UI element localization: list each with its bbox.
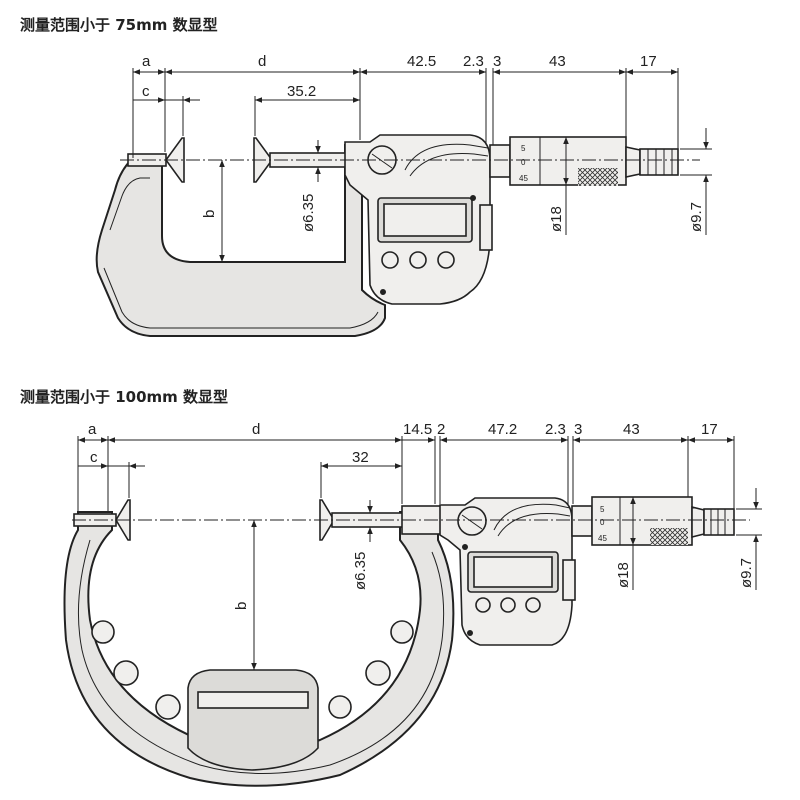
hole-2-100 xyxy=(113,660,139,686)
ratchet-100 xyxy=(703,508,735,536)
button-2-100 xyxy=(500,597,516,613)
head-ridge2-75 xyxy=(409,152,489,177)
dim-a-100: a xyxy=(88,421,97,438)
dim-2-100: 2 xyxy=(437,421,445,438)
sleeve-100 xyxy=(571,505,593,537)
thimble-mark-0-75: 0 xyxy=(521,158,526,167)
dim-3-75: 3 xyxy=(493,53,501,70)
screw-75b xyxy=(380,289,386,295)
lcd-screen-100 xyxy=(473,556,553,588)
button-1-75 xyxy=(381,251,399,269)
thimble-knurl-75 xyxy=(578,168,618,186)
thimble-mark-5-100: 5 xyxy=(600,505,605,514)
dim-17-75: 17 xyxy=(640,53,657,70)
label-plate-100 xyxy=(187,669,319,771)
clamp-knob-100 xyxy=(457,506,487,536)
sleeve-75 xyxy=(489,144,511,178)
frame-bevel-75 xyxy=(109,177,150,231)
dim-c-100: c xyxy=(90,449,98,466)
button-2-75 xyxy=(409,251,427,269)
dim-17-100: 17 xyxy=(701,421,718,438)
dim-b-75: b xyxy=(201,210,218,218)
dim-a-75: a xyxy=(142,53,151,70)
dim-dia-18-100: ø18 xyxy=(615,562,632,588)
dim-2-3-75: 2.3 xyxy=(463,53,484,70)
hole-3-100 xyxy=(155,694,181,720)
side-grip-75 xyxy=(479,204,493,251)
dim-dia-9-7-100: ø9.7 xyxy=(738,558,755,588)
dim-43-75: 43 xyxy=(549,53,566,70)
button-3-100 xyxy=(525,597,541,613)
head-ridge-75 xyxy=(404,143,489,171)
hole-4-100 xyxy=(365,660,391,686)
dim-c-75: c xyxy=(142,83,150,100)
dim-47-2-100: 47.2 xyxy=(488,421,517,438)
dim-2-3-100: 2.3 xyxy=(545,421,566,438)
dim-dia-6-35-75: ø6.35 xyxy=(300,194,317,232)
thimble-mark-45-100: 45 xyxy=(598,534,607,543)
dim-d-100: d xyxy=(252,421,260,438)
screw-75a xyxy=(470,195,476,201)
dim-14-5-100: 14.5 xyxy=(403,421,432,438)
head-ridge-100 xyxy=(493,503,571,531)
screw-100a xyxy=(462,544,468,550)
screw-100b xyxy=(467,630,473,636)
dim-43-100: 43 xyxy=(623,421,640,438)
dim-b-100: b xyxy=(233,602,250,610)
dim-dia-18-75: ø18 xyxy=(548,206,565,232)
dim-dia-9-7-75: ø9.7 xyxy=(688,202,705,232)
button-3-75 xyxy=(437,251,455,269)
frame-100 xyxy=(63,511,455,787)
dim-dia-6-35-100: ø6.35 xyxy=(352,552,369,590)
frame-bevel-100 xyxy=(77,539,445,774)
thimble-end-100 xyxy=(691,505,705,539)
dim-32-100: 32 xyxy=(352,449,369,466)
thimble-end-75 xyxy=(625,146,641,178)
side-grip-100 xyxy=(562,559,576,601)
thimble-knurl-100 xyxy=(650,528,688,545)
caption-100mm: 测量范围小于 100mm 数显型 xyxy=(20,388,229,406)
clamp-slot-100 xyxy=(461,514,483,530)
thimble-mark-5-75: 5 xyxy=(521,144,526,153)
thimble-mark-45-75: 45 xyxy=(519,174,528,183)
lcd-screen-75 xyxy=(383,203,467,237)
micrometer-75mm: 5 0 45 a d c 42.5 2.3 3 43 xyxy=(95,53,712,337)
button-1-100 xyxy=(475,597,491,613)
micrometer-100mm: 5 0 45 a d c 14.5 2 xyxy=(63,421,762,787)
dim-d-75: d xyxy=(258,53,266,70)
label-plate-window-100 xyxy=(197,691,309,709)
hole-6-100 xyxy=(328,695,352,719)
head-ridge2-100 xyxy=(497,512,571,537)
thimble-mark-0-100: 0 xyxy=(600,518,605,527)
hole-1-100 xyxy=(91,620,115,644)
dim-35-2-75: 35.2 xyxy=(287,83,316,100)
caption-75mm: 测量范围小于 75mm 数显型 xyxy=(20,16,218,34)
clamp-slot-75 xyxy=(371,153,393,169)
dim-42-5-75: 42.5 xyxy=(407,53,436,70)
dim-3-100: 3 xyxy=(574,421,582,438)
frame-75 xyxy=(95,144,386,337)
hole-5-100 xyxy=(390,620,414,644)
frame-bevel-low-75 xyxy=(103,267,379,329)
